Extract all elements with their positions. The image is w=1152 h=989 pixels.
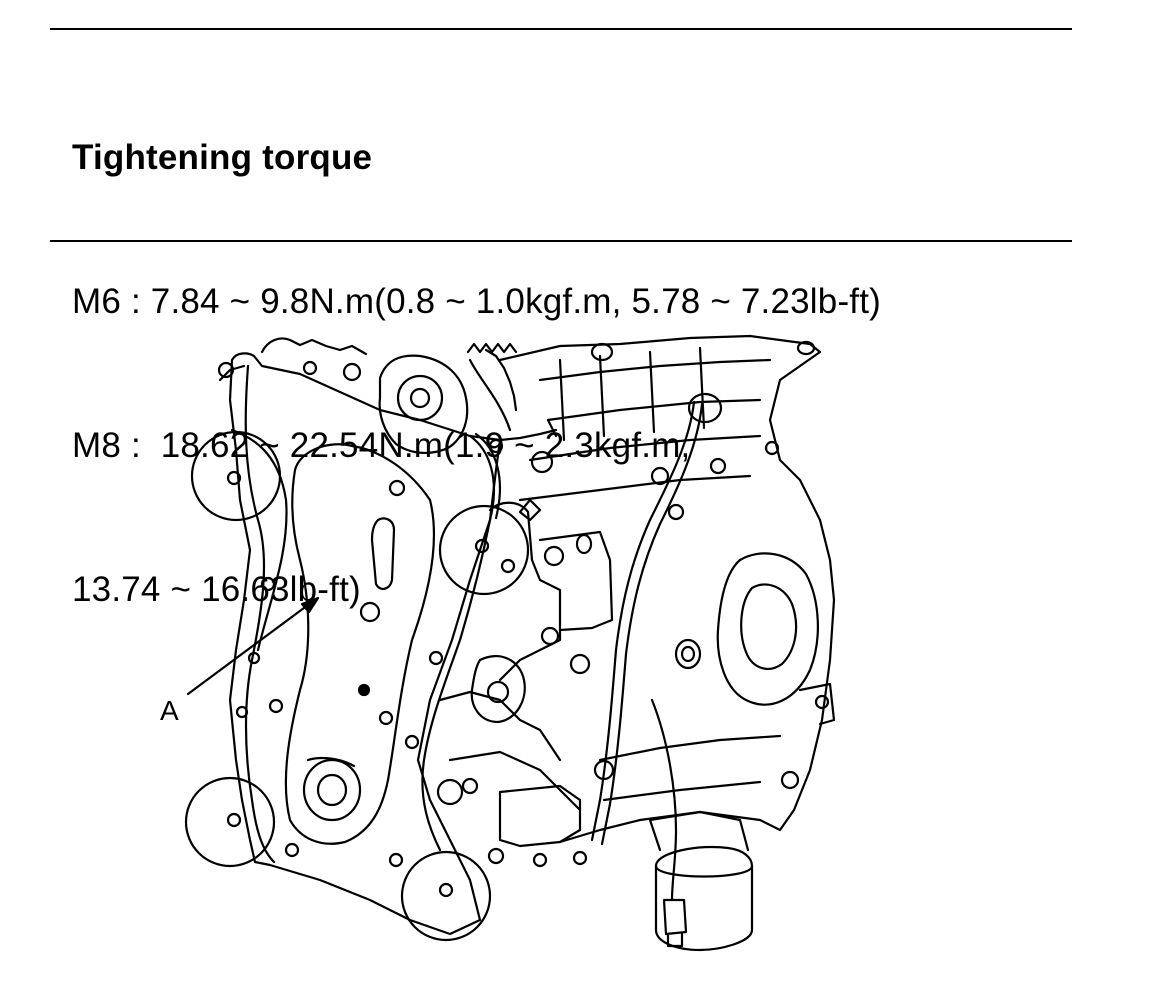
torque-spec-box: Tightening torque M6 : 7.84 ~ 9.8N.m(0.8… [50, 28, 1072, 609]
highlight-circle-bottom-center [400, 850, 492, 942]
highlight-circle-bottom-left [184, 776, 276, 868]
spec-line-m8-cont: 13.74 ~ 16.63lb-ft) [72, 570, 361, 609]
cover-slot [370, 517, 396, 590]
timing-cover-outline [228, 352, 502, 936]
spec-title: Tightening torque [72, 138, 373, 177]
highlight-circle-top-left [190, 430, 282, 522]
callout-label-a: A [160, 695, 179, 726]
spec-bottom-rule [50, 240, 1072, 242]
spec-top-rule [50, 28, 1072, 30]
sensor-wire [650, 698, 678, 902]
callout-arrow-line [186, 600, 314, 696]
sprocket-teeth [466, 342, 518, 432]
sensor-harness [421, 434, 495, 852]
spec-line-m6: M6 : 7.84 ~ 9.8N.m(0.8 ~ 1.0kgf.m, 5.78 … [72, 282, 882, 321]
callout-arrowhead [300, 596, 320, 614]
spec-text: Tightening torque M6 : 7.84 ~ 9.8N.m(0.8… [72, 38, 881, 710]
dipstick-tube [590, 400, 696, 842]
oil-filter [654, 845, 754, 952]
highlight-circle-middle [438, 504, 530, 596]
cam-sprocket [260, 337, 368, 356]
gasket-line [244, 364, 276, 864]
crank-seal-housing [716, 552, 819, 706]
cover-bolts [226, 438, 516, 898]
timing-cover-inner [284, 443, 435, 845]
cylinder-head [498, 334, 836, 844]
